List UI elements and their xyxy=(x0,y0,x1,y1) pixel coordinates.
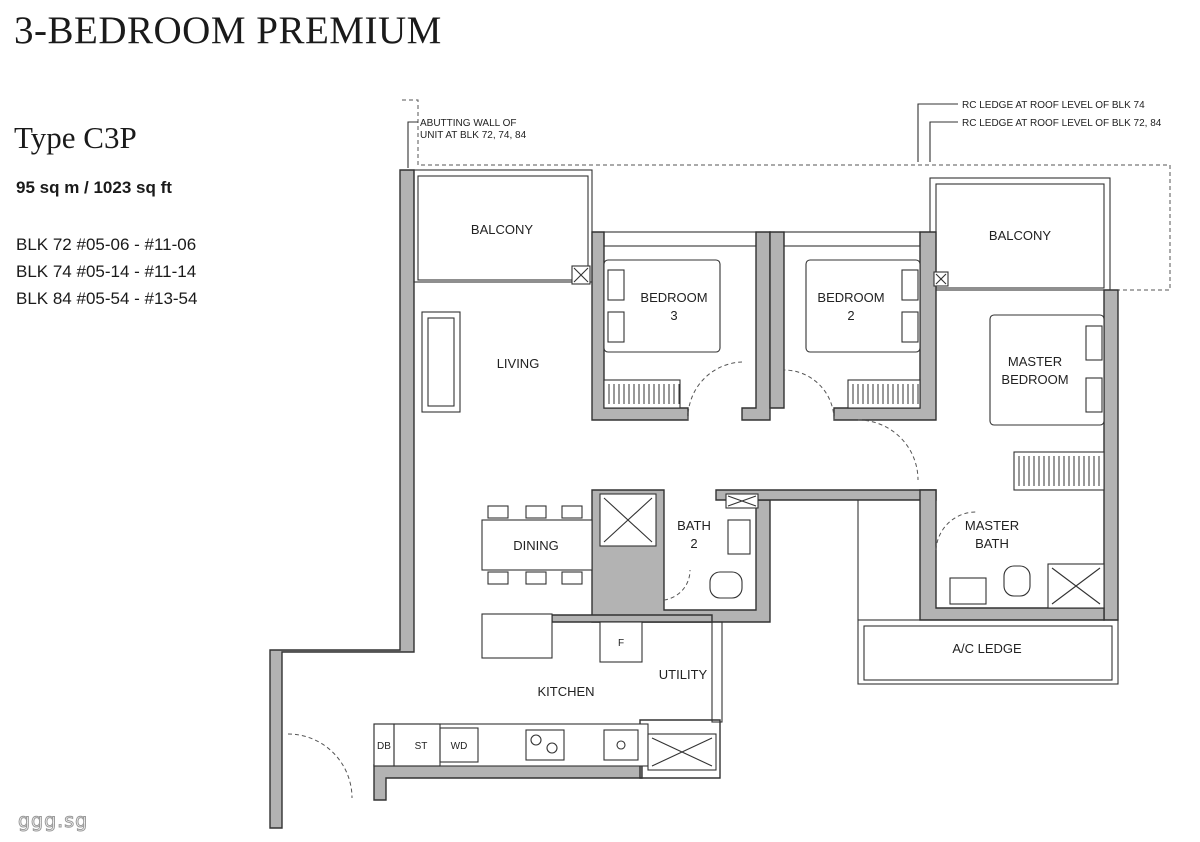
db-label: DB xyxy=(377,741,391,752)
balcony-left-label: BALCONY xyxy=(471,222,533,237)
fridge-label: F xyxy=(618,638,624,649)
master-bedroom-wall xyxy=(1103,289,1119,621)
rc-ledge-72-84-note: RC LEDGE AT ROOF LEVEL OF BLK 72, 84 xyxy=(962,118,1162,129)
abutting-leader xyxy=(407,121,418,168)
door-entrance xyxy=(287,733,353,799)
ac-ledge xyxy=(857,619,1119,685)
living-label: LIVING xyxy=(497,356,540,371)
fridge xyxy=(599,621,643,663)
master-bedroom-label-2: BEDROOM xyxy=(1001,372,1068,387)
block-item: BLK 84 #05-54 - #13-54 xyxy=(16,289,198,308)
balcony-right-label: BALCONY xyxy=(989,228,1051,243)
dining-table xyxy=(481,519,593,571)
bath2-number: 2 xyxy=(690,536,697,551)
sink xyxy=(603,729,639,761)
toilet-bath2 xyxy=(709,571,743,599)
balcony-left xyxy=(413,169,593,283)
abutting-note-1: ABUTTING WALL OF xyxy=(420,118,517,129)
master-bath-label: MASTER xyxy=(965,518,1019,533)
stove xyxy=(525,729,565,761)
ac-ledge-label: A/C LEDGE xyxy=(952,641,1022,656)
unit-type: Type C3P xyxy=(14,120,137,155)
st-label: ST xyxy=(415,741,428,752)
outer-wall-west xyxy=(269,169,415,829)
unit-area: 95 sq m / 1023 sq ft xyxy=(16,178,172,197)
wardrobe-bedroom3 xyxy=(603,379,681,409)
door-master xyxy=(857,419,919,481)
basin-bath2 xyxy=(727,519,751,555)
door-bedroom2 xyxy=(783,369,835,421)
bed-bedroom3 xyxy=(603,259,721,353)
bedroom3-number: 3 xyxy=(670,308,677,323)
dining-label: DINING xyxy=(513,538,559,553)
rc-ledge-74-note: RC LEDGE AT ROOF LEVEL OF BLK 74 xyxy=(962,100,1145,111)
kitchen-bench xyxy=(373,723,649,767)
bedroom2-wall xyxy=(769,231,785,409)
wardrobe-bedroom2 xyxy=(847,379,921,409)
block-item: BLK 74 #05-14 - #11-14 xyxy=(16,262,197,281)
block-item: BLK 72 #05-06 - #11-06 xyxy=(16,235,197,254)
abutting-note-2: UNIT AT BLK 72, 74, 84 xyxy=(420,130,527,141)
bedroom2-label: BEDROOM xyxy=(817,290,884,305)
bed-bedroom2 xyxy=(805,259,921,353)
rc-ledge-72-84-leader xyxy=(929,121,958,162)
master-bedroom-label: MASTER xyxy=(1008,354,1062,369)
utility-label: UTILITY xyxy=(659,667,708,682)
rc-ledge-74-leader xyxy=(917,103,958,162)
page-title: 3-BEDROOM PREMIUM xyxy=(14,9,442,52)
kitchen-counter xyxy=(481,613,553,659)
watermark: ggg.sg xyxy=(17,810,89,833)
door-bedroom3 xyxy=(687,361,743,421)
bed-master xyxy=(989,314,1105,426)
toilet-master xyxy=(1003,565,1031,597)
kitchen-label: KITCHEN xyxy=(537,684,594,699)
basin-master xyxy=(949,577,987,605)
outer-wall-south xyxy=(373,764,643,801)
bath2-label: BATH xyxy=(677,518,711,533)
bedroom2-number: 2 xyxy=(847,308,854,323)
rc-ledge-outline xyxy=(402,99,1171,291)
bedroom3-label: BEDROOM xyxy=(640,290,707,305)
unit-block-list: BLK 72 #05-06 - #11-06 BLK 74 #05-14 - #… xyxy=(16,231,197,312)
master-bath-label-2: BATH xyxy=(975,536,1009,551)
wd-label: WD xyxy=(451,741,468,752)
